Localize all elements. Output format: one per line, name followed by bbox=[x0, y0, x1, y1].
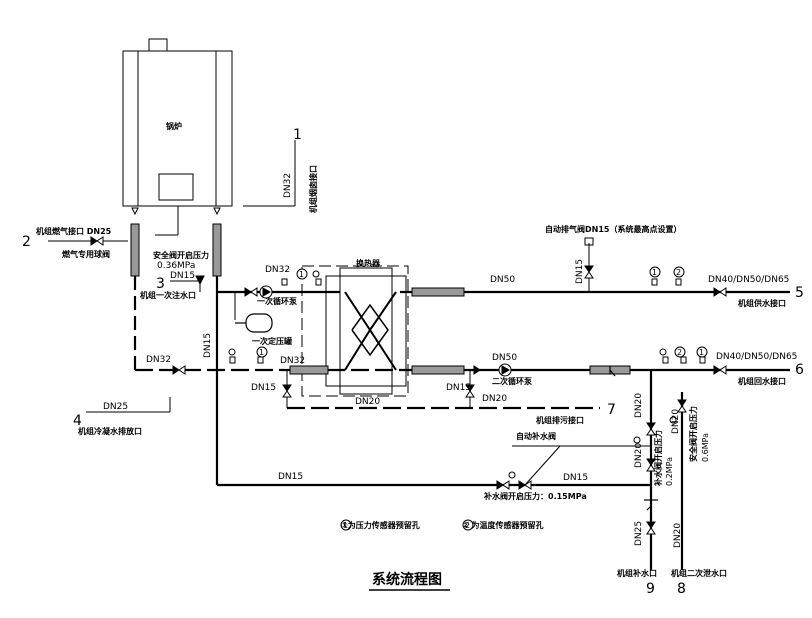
pipe-dn40-return: DN40/DN50/DN65 bbox=[716, 352, 797, 362]
pipe-dn50-pump: DN50 bbox=[492, 353, 517, 363]
heat-exchanger bbox=[301, 265, 409, 397]
callout-8: 8 bbox=[677, 581, 686, 597]
makeup-inlet-label: 机组补水口 bbox=[617, 568, 657, 578]
boiler-label: 锅炉 bbox=[165, 121, 182, 131]
primary-pump-label: 一次循环泵 bbox=[257, 296, 297, 306]
pipe-dn20-v1: DN20 bbox=[634, 393, 644, 418]
secondary-pump-label: 二次循环泵 bbox=[492, 376, 532, 386]
auto-fill-pointer bbox=[524, 445, 612, 486]
legend-marker-t: 2 bbox=[465, 521, 470, 530]
unit-drain-label: 机组排污接口 bbox=[536, 415, 584, 425]
pipe-dn15-vert: DN15 bbox=[203, 333, 213, 358]
fill-valve-pressure-label: 补水阀开启压力：0.15MPa bbox=[483, 491, 587, 501]
strainers bbox=[609, 366, 658, 511]
callout-7: 7 bbox=[607, 402, 616, 418]
marker-t1: 2 bbox=[676, 268, 681, 277]
flue-interface-label: 机组烟囱接口 bbox=[308, 165, 318, 213]
supply-outlet-label: 机组供水接口 bbox=[738, 298, 786, 308]
legend-marker-p: 1 bbox=[343, 521, 348, 530]
callout-6: 6 bbox=[795, 362, 804, 378]
valves bbox=[90, 236, 727, 535]
callout-1: 1 bbox=[293, 127, 302, 143]
pipe-dn15-fill2: DN15 bbox=[563, 473, 588, 483]
marker-p2: 1 bbox=[652, 268, 657, 277]
callout-2: 2 bbox=[22, 234, 31, 250]
pipe-dn20-v2: DN20 bbox=[634, 443, 644, 468]
sensor-markers bbox=[256, 266, 708, 531]
pipe-dn32-flue: DN32 bbox=[283, 173, 293, 198]
callout-3: 3 bbox=[156, 276, 165, 292]
heat-exchanger-label: 换热器 bbox=[356, 258, 381, 268]
pipe-dn15-vent: DN15 bbox=[575, 259, 585, 284]
legend-pressure: ①为压力传感器预留孔 bbox=[341, 520, 420, 530]
primary-pump bbox=[244, 285, 273, 299]
marker-p3: 1 bbox=[699, 348, 704, 357]
gas-ball-valve-label: 燃气专用球阀 bbox=[62, 249, 110, 259]
secondary-drain-label: 机组二次泄水口 bbox=[671, 568, 727, 578]
gas-inlet-label: 机组燃气接口 DN25 bbox=[36, 226, 112, 236]
pipe-dn20-secdrain: DN20 bbox=[673, 523, 683, 548]
return-inlet-label: 机组回水接口 bbox=[738, 376, 786, 386]
insulation-sections bbox=[289, 287, 631, 375]
pipe-dn15-bottom: DN15 bbox=[278, 472, 303, 482]
marker-p1: 1 bbox=[299, 270, 304, 279]
expansion-tank-label: 一次定压罐 bbox=[252, 336, 292, 346]
marker-p4: 1 bbox=[259, 348, 264, 357]
pipe-dn15-drain1: DN15 bbox=[251, 383, 276, 393]
pipe-dn20-v3: DN20 bbox=[671, 409, 681, 434]
safety2-label: 安全阀开启压力 bbox=[688, 406, 698, 462]
fill-open-pressure-label: 补水阀开启压力 bbox=[653, 430, 663, 487]
expansion-tank bbox=[235, 313, 273, 333]
pipe-dn32-return-mid: DN32 bbox=[280, 356, 305, 366]
safety2-value-label: 0.6MPa bbox=[701, 433, 710, 462]
marker-t2: 2 bbox=[677, 348, 682, 357]
secondary-pump bbox=[473, 363, 512, 377]
pipe-dn20-return: DN20 bbox=[482, 394, 507, 404]
callout-9: 9 bbox=[646, 581, 655, 597]
auto-fill-valve-label: 自动补水阀 bbox=[516, 431, 556, 441]
diagram-title: 系统流程图 bbox=[372, 571, 442, 588]
fill-open-value-label: 0.2MPa bbox=[665, 457, 674, 486]
auto-vent-label: 自动排气阀DN15（系统最高点设置） bbox=[545, 224, 681, 234]
callout-4: 4 bbox=[73, 413, 82, 429]
safety-valve-label: 安全阀开启压力 bbox=[153, 250, 209, 260]
pipe-dn20-bottom: DN20 bbox=[355, 397, 380, 407]
pipe-dn40-supply: DN40/DN50/DN65 bbox=[708, 275, 789, 285]
safety-pressure-label: 0.36MPa bbox=[157, 261, 195, 271]
callout-5: 5 bbox=[795, 285, 804, 301]
pipe-dn25-drain: DN25 bbox=[103, 402, 128, 412]
drain-outlet-label: 机组冷凝水排放口 bbox=[78, 426, 142, 436]
pipe-dn32-return-left: DN32 bbox=[146, 355, 171, 365]
pipe-dn15-fill: DN15 bbox=[170, 271, 195, 281]
pipe-dn25-makeup: DN25 bbox=[634, 521, 644, 546]
pipe-dn32-pump: DN32 bbox=[265, 265, 290, 275]
primary-fill-label: 机组一次注水口 bbox=[140, 290, 196, 300]
legend-temperature: ② 为温度传感器预留孔 bbox=[462, 520, 544, 530]
pipe-dn50-supply: DN50 bbox=[490, 275, 515, 285]
pipe-dn15-bypass: DN15 bbox=[446, 383, 471, 393]
